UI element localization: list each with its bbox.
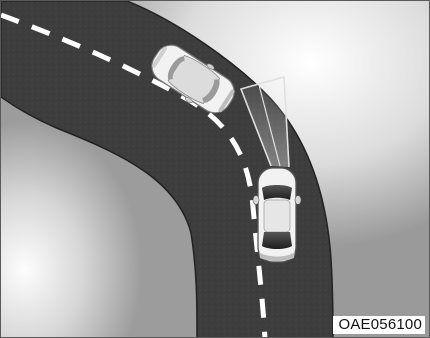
host-car — [253, 168, 301, 262]
figure-code-label: OAE056100 — [333, 316, 425, 334]
